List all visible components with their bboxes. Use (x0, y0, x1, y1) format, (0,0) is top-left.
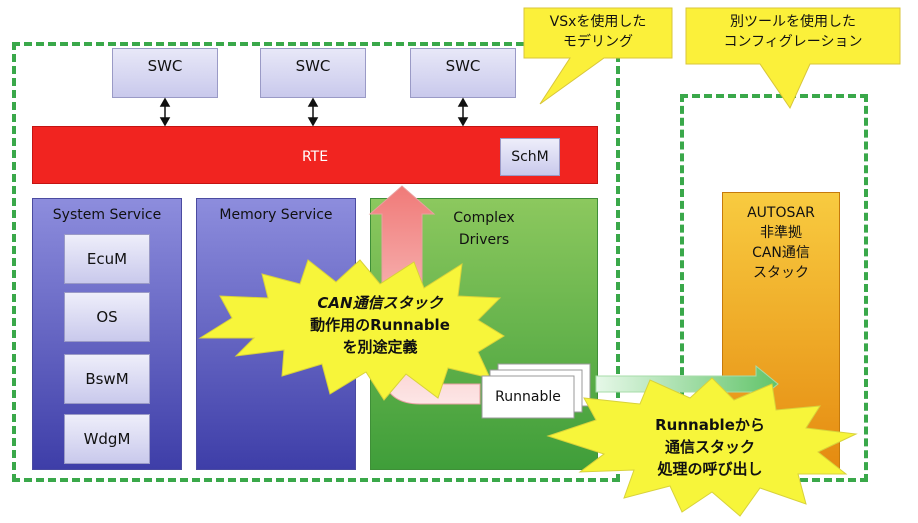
left-burst (198, 259, 505, 401)
memory-service-title: Memory Service (219, 207, 333, 223)
vsx-callout-text: VSxを使用した モデリング (549, 14, 647, 50)
swc-rte-arrow-1 (159, 97, 171, 127)
swc-rte-arrow-2 (307, 97, 319, 127)
bswm-box[interactable]: BswM (64, 354, 150, 404)
schm-box[interactable]: SchM (500, 138, 560, 176)
vsx-modeling-boundary (12, 42, 620, 482)
runnable-label: Runnable (495, 389, 561, 405)
swc-box-1[interactable]: SWC (112, 48, 218, 98)
swc-rte-arrow-3 (457, 97, 469, 127)
tool-callout-text: 別ツールを使用した コンフィグレーション (723, 14, 863, 50)
runnable-page-front (481, 375, 575, 419)
left-burst-text: CAN通信スタック 動作用のRunnable を別途定義 (310, 294, 450, 356)
can-stack-label: AUTOSAR 非準拠 CAN通信 スタック (747, 205, 815, 281)
ecum-box[interactable]: EcuM (64, 234, 150, 284)
tool-callout-bubble (685, 7, 901, 110)
right-burst-text: Runnableから 通信スタック 処理の呼び出し (655, 416, 765, 478)
rte-label: RTE (301, 149, 329, 165)
os-box[interactable]: OS (64, 292, 150, 342)
right-burst (546, 377, 858, 517)
system-service-title: System Service (52, 207, 162, 223)
swc-box-3[interactable]: SWC (410, 48, 516, 98)
wdgm-box[interactable]: WdgM (64, 414, 150, 464)
complex-drivers-title: Complex Drivers (453, 210, 515, 248)
vsx-callout-bubble (523, 7, 673, 105)
